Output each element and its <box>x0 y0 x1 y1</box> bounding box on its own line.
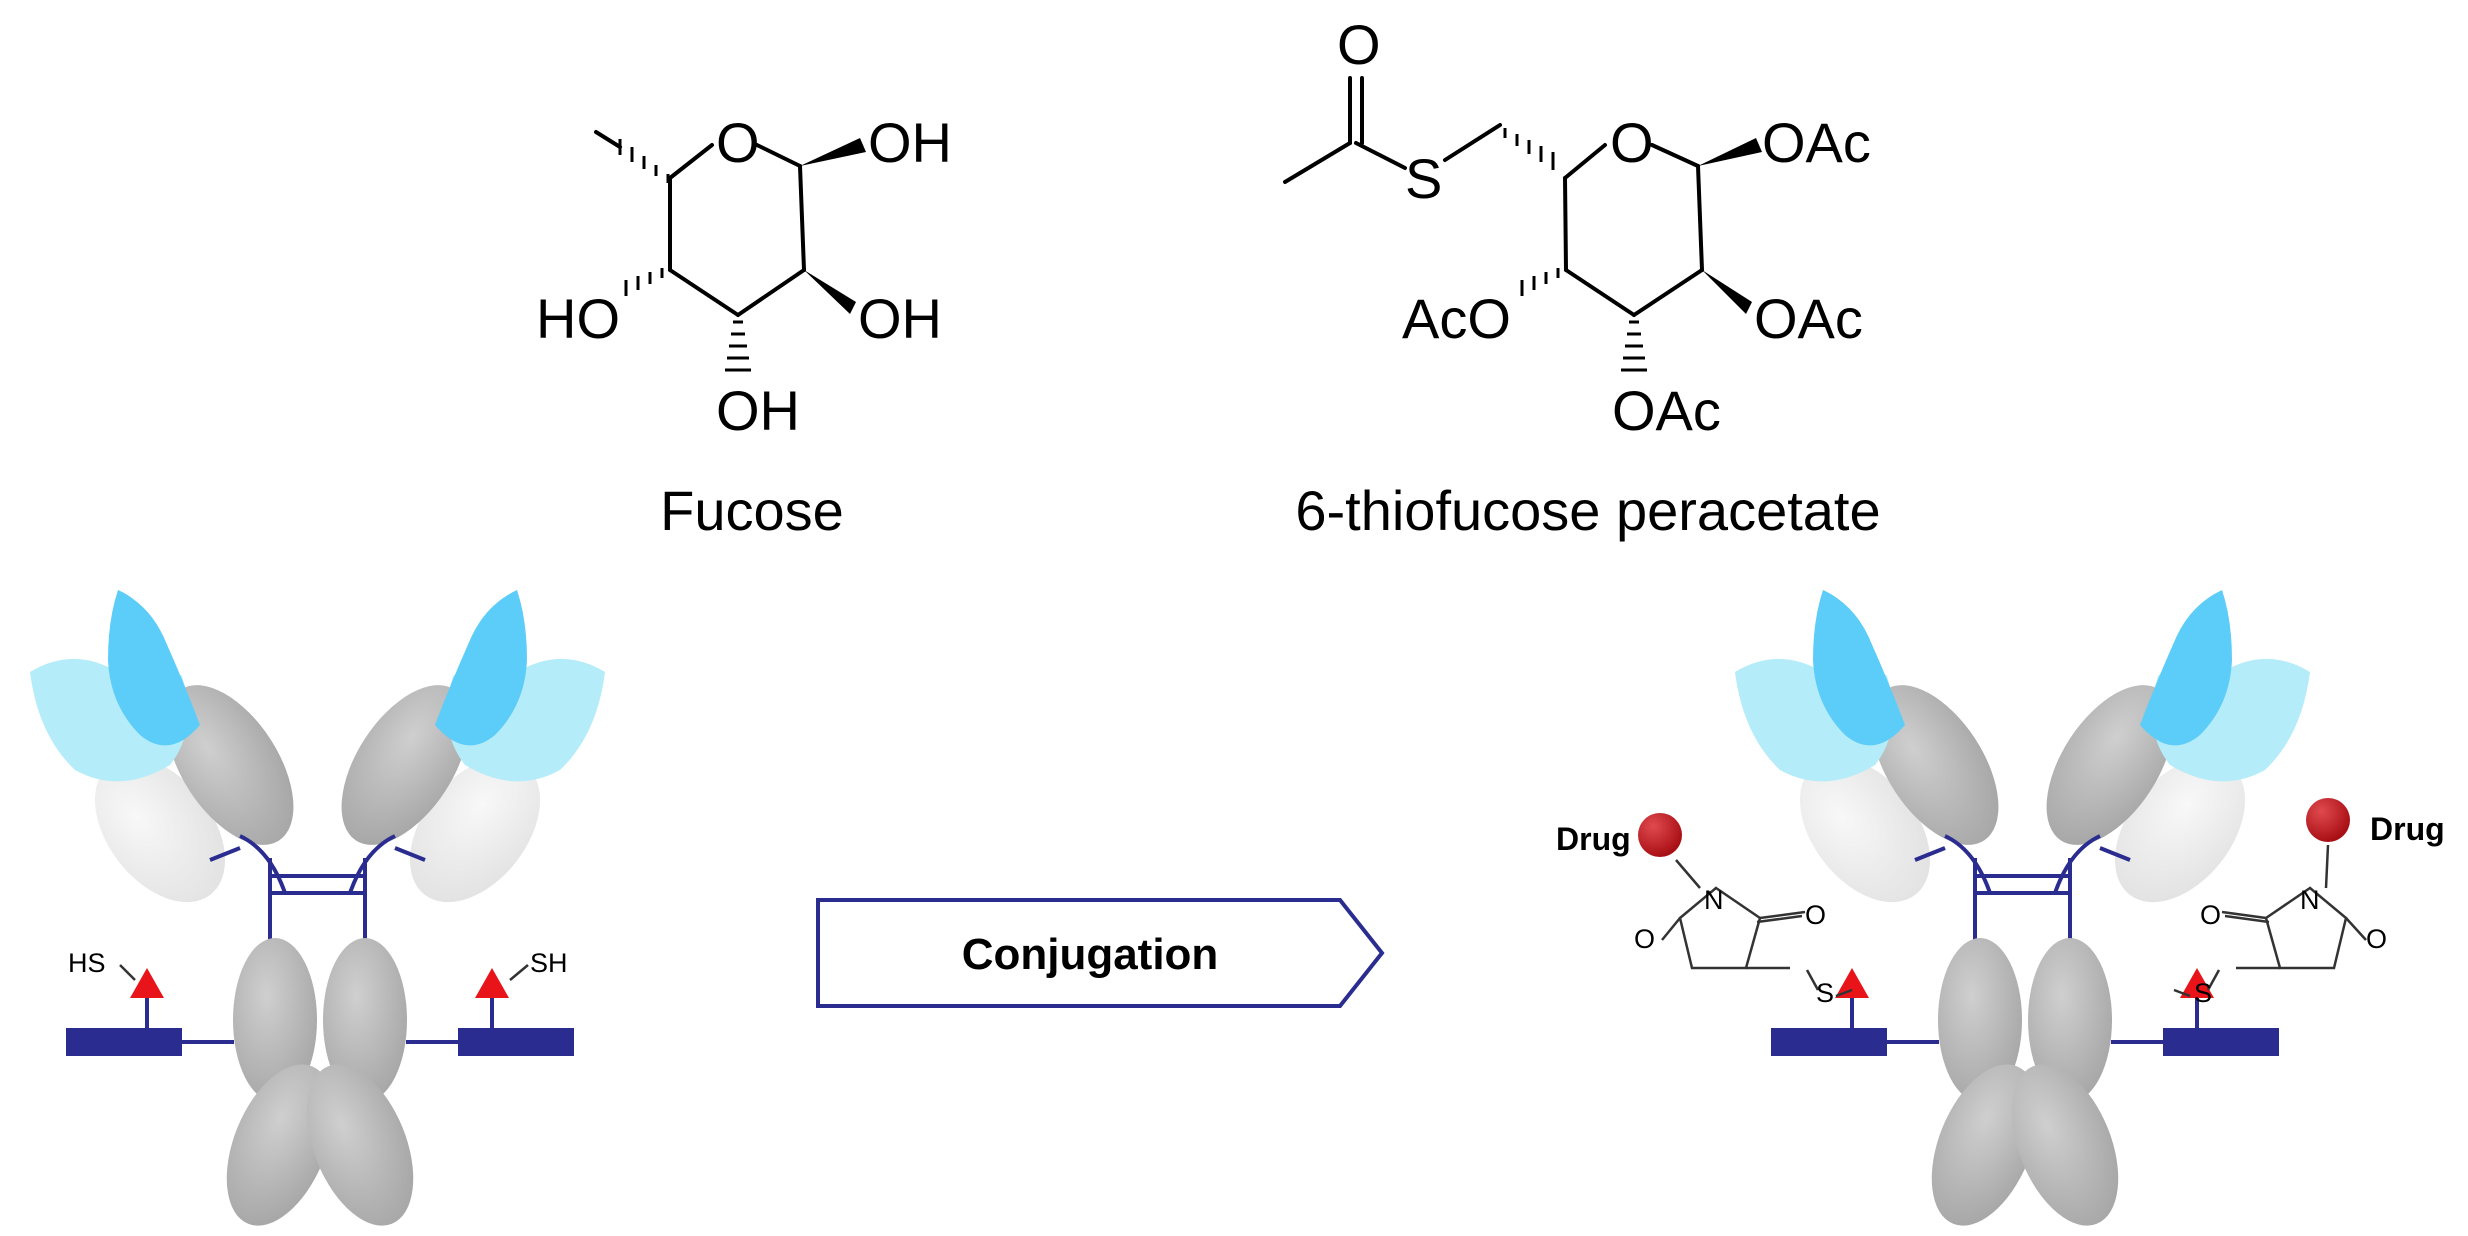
right-imide-nitrogen: N <box>2300 885 2320 915</box>
right-carbonyl-o-upper: O <box>2200 900 2221 930</box>
left-thiol-label: HS <box>68 948 106 978</box>
thiofucose-c3-oac: OAc <box>1612 379 1721 442</box>
thiofucose-caption: 6-thiofucose peracetate <box>1295 479 1880 542</box>
fucose-anomeric-oh: OH <box>868 111 952 174</box>
antibody-drug-conjugate: Drug N O O S Drug N O O S <box>1556 588 2445 1236</box>
fucose-c4-ho: HO <box>536 287 620 350</box>
thiofucose-c2-oac: OAc <box>1754 287 1863 350</box>
fucose-caption: Fucose <box>660 479 844 542</box>
left-drug-sphere <box>1638 813 1682 857</box>
thiofucose-structure: O S O OAc OAc OAc AcO <box>1283 13 1871 442</box>
fucose-structure: O OH OH OH HO <box>536 111 952 442</box>
left-carbonyl-o-upper: O <box>1805 900 1826 930</box>
fucose-c3-oh: OH <box>716 379 800 442</box>
left-thioether-s: S <box>1816 978 1834 1008</box>
left-drug-label: Drug <box>1556 821 1631 857</box>
left-imide-nitrogen: N <box>1704 885 1724 915</box>
right-succinimide-linker <box>2173 844 2367 998</box>
antibody-body <box>28 588 607 1236</box>
thiofucose-anomeric-oac: OAc <box>1762 111 1871 174</box>
thioester-carbonyl-oxygen: O <box>1337 13 1381 76</box>
left-succinimide-linker <box>1661 859 1853 998</box>
right-carbonyl-o-lower: O <box>2366 924 2387 954</box>
antibody-thiol: HS SH <box>28 588 607 1236</box>
fucose-c2-oh: OH <box>858 287 942 350</box>
right-drug-label: Drug <box>2370 811 2445 847</box>
thioester-sulfur: S <box>1405 147 1442 210</box>
right-thiol-label: SH <box>530 948 568 978</box>
left-carbonyl-o-lower: O <box>1634 924 1655 954</box>
thiofucose-ring-oxygen: O <box>1610 111 1654 174</box>
fucose-ring-oxygen: O <box>716 111 760 174</box>
conjugation-arrow: Conjugation <box>816 898 1385 1008</box>
conjugation-label: Conjugation <box>962 930 1219 979</box>
right-thioether-s: S <box>2194 978 2212 1008</box>
thiofucose-c4-aco: AcO <box>1402 287 1511 350</box>
right-drug-sphere <box>2306 798 2350 842</box>
